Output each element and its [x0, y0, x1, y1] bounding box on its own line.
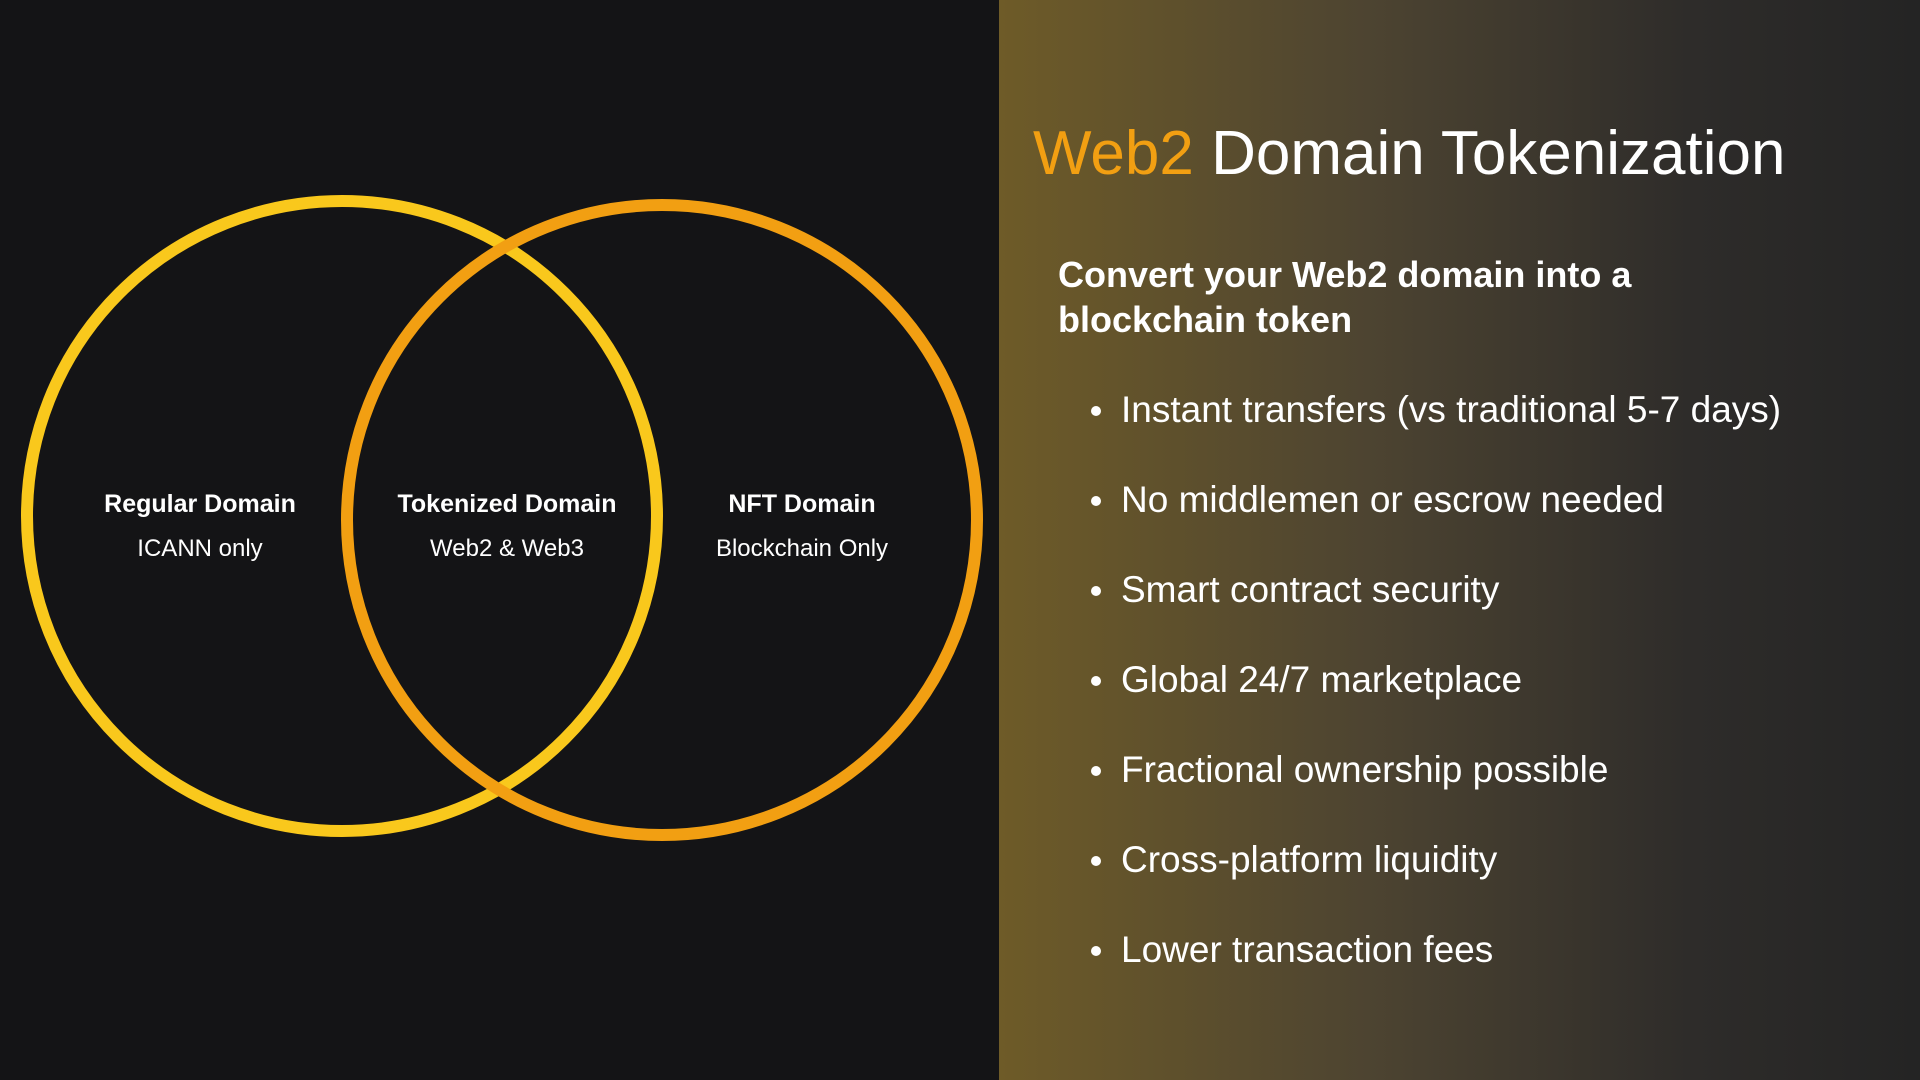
bullet-icon: [1091, 496, 1101, 506]
venn-diagram: [21, 195, 983, 841]
list-item-text: Instant transfers (vs traditional 5-7 da…: [1121, 389, 1782, 430]
bullet-icon: [1091, 586, 1101, 596]
list-item-text: Lower transaction fees: [1121, 929, 1494, 970]
bullet-icon: [1091, 766, 1101, 776]
list-item: Cross-platform liquidity: [1091, 835, 1781, 925]
region-subtitle: Blockchain Only: [715, 535, 889, 562]
bullet-icon: [1091, 406, 1101, 416]
title-rest: Domain Tokenization: [1193, 119, 1786, 188]
bullet-icon: [1091, 856, 1101, 866]
regular-domain-circle: [21, 195, 663, 837]
benefits-list: Instant transfers (vs traditional 5-7 da…: [1091, 385, 1781, 1015]
page-title: Web2 Domain Tokenization: [1033, 118, 1785, 189]
list-item-text: Smart contract security: [1121, 569, 1500, 610]
list-item-text: No middlemen or escrow needed: [1121, 479, 1664, 520]
list-item: Fractional ownership possible: [1091, 745, 1781, 835]
bullet-icon: [1091, 946, 1101, 956]
list-item-text: Global 24/7 marketplace: [1121, 659, 1523, 700]
list-item-text: Cross-platform liquidity: [1121, 839, 1498, 880]
list-item-text: Fractional ownership possible: [1121, 749, 1609, 790]
subtitle: Convert your Web2 domain into a blockcha…: [1058, 254, 1632, 340]
nft-domain-circle: [341, 199, 983, 841]
info-panel: Web2 Domain Tokenization Convert your We…: [999, 0, 1920, 1080]
region-subtitle: Web2 & Web3: [430, 535, 584, 562]
list-item: Smart contract security: [1091, 565, 1781, 655]
list-item: Instant transfers (vs traditional 5-7 da…: [1091, 385, 1781, 475]
region-regular-domain: Regular Domain ICANN only: [104, 490, 296, 563]
region-title: Regular Domain: [104, 490, 296, 518]
region-nft-domain: NFT Domain Blockchain Only: [716, 490, 888, 563]
list-item: Lower transaction fees: [1091, 925, 1781, 1015]
region-tokenized-domain: Tokenized Domain Web2 & Web3: [397, 490, 616, 563]
region-title: NFT Domain: [728, 490, 876, 518]
region-subtitle: ICANN only: [137, 535, 263, 562]
list-item: Global 24/7 marketplace: [1091, 655, 1781, 745]
region-title: Tokenized Domain: [397, 490, 617, 518]
bullet-icon: [1091, 676, 1101, 686]
venn-diagram-panel: Regular Domain ICANN only Tokenized Doma…: [21, 195, 983, 841]
list-item: No middlemen or escrow needed: [1091, 475, 1781, 565]
title-accent: Web2: [1033, 119, 1194, 188]
